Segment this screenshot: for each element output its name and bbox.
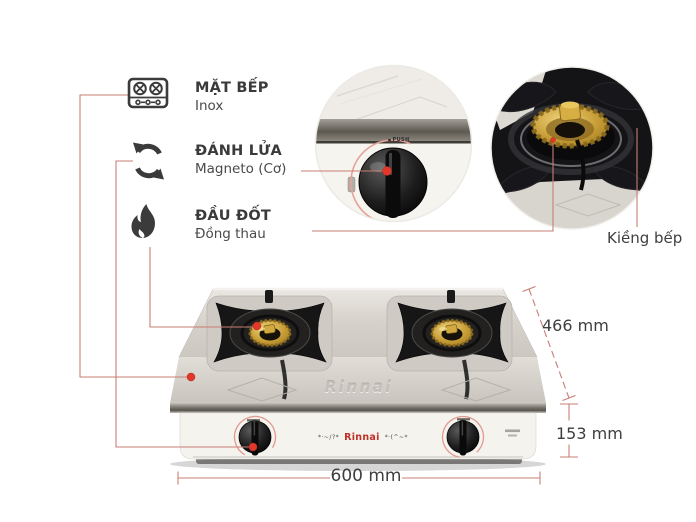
dimension-depth-line — [522, 285, 576, 402]
brand-logo-text: Rinnai — [344, 431, 380, 443]
panel-marks-right: *·(^~* — [384, 433, 409, 441]
front-panel-branding: *·~/?* Rinnai *·(^~* — [295, 431, 431, 443]
dimension-width-label: 600 mm — [330, 466, 402, 486]
burner-flame-icon — [128, 203, 162, 247]
model-marks — [505, 429, 520, 437]
stove-top-emboss-brand: Rinnai — [324, 378, 394, 396]
right-control-knob — [441, 415, 485, 459]
panel-marks-left: *·~/?* — [317, 433, 340, 441]
stovetop-icon — [126, 76, 170, 116]
ignition-icon — [130, 138, 167, 188]
feature-stovetop-title: MẶT BẾP — [195, 80, 269, 96]
callout-line-burner-stove — [149, 247, 254, 328]
callout-line-burner-inset — [312, 140, 554, 232]
grate-callout-label: Kiềng bếp — [607, 229, 683, 247]
marker-dot-inset-burner — [550, 137, 556, 143]
dimension-height-label: 153 mm — [556, 424, 623, 443]
inset-burner-closeup — [490, 66, 654, 230]
push-marking: PUSH — [388, 137, 410, 143]
emboss-diamond-right — [440, 377, 512, 402]
feature-ignition-subtitle: Magneto (Cơ) — [195, 161, 287, 177]
feature-stovetop-subtitle: Inox — [195, 98, 224, 114]
feature-ignition-title: ĐÁNH LỬA — [195, 143, 282, 159]
marker-dot-stovetop — [186, 372, 196, 382]
feature-burner-subtitle: Đồng thau — [195, 226, 266, 242]
marker-dot-burner — [252, 321, 262, 331]
push-label: PUSH — [392, 137, 410, 143]
marker-dot-inset-knob — [382, 166, 392, 176]
marker-dot-knob — [248, 442, 258, 452]
feature-burner-title: ĐẦU ĐỐT — [195, 208, 271, 224]
dimension-depth-label: 466 mm — [542, 316, 609, 335]
left-control-knob — [233, 415, 277, 459]
push-dot-icon — [388, 138, 391, 142]
emboss-diamond-left — [226, 377, 298, 402]
inset-knob-closeup — [314, 64, 473, 223]
